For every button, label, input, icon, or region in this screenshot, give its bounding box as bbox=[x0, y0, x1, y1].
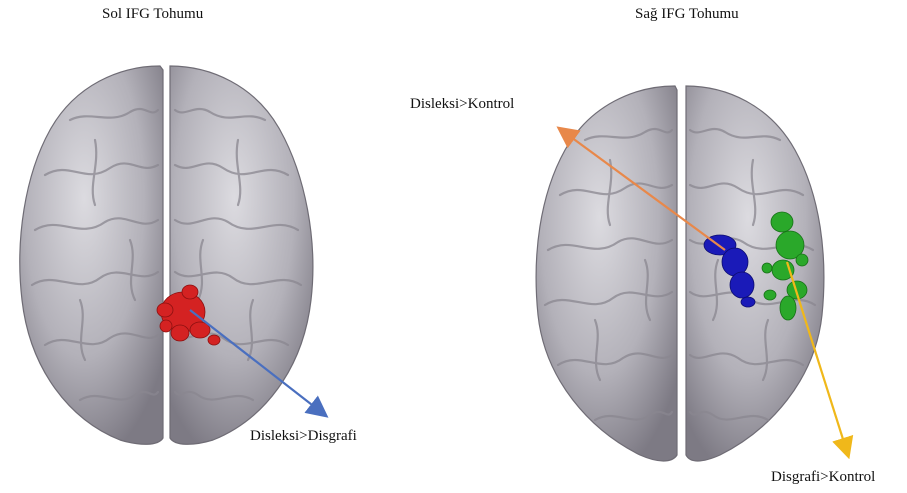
left-brain bbox=[20, 66, 325, 444]
right-brain bbox=[536, 86, 848, 461]
right-brain-left-hemisphere bbox=[536, 86, 677, 461]
right-annotation-dysgraphia-label: Disgrafi>Kontrol bbox=[771, 469, 875, 486]
right-annotation-dyslexia-label: Disleksi>Kontrol bbox=[410, 96, 514, 113]
right-brain-right-hemisphere bbox=[686, 86, 824, 461]
left-annotation-label: Disleksi>Disgrafi bbox=[250, 428, 357, 445]
left-brain-left-hemisphere bbox=[20, 66, 163, 444]
